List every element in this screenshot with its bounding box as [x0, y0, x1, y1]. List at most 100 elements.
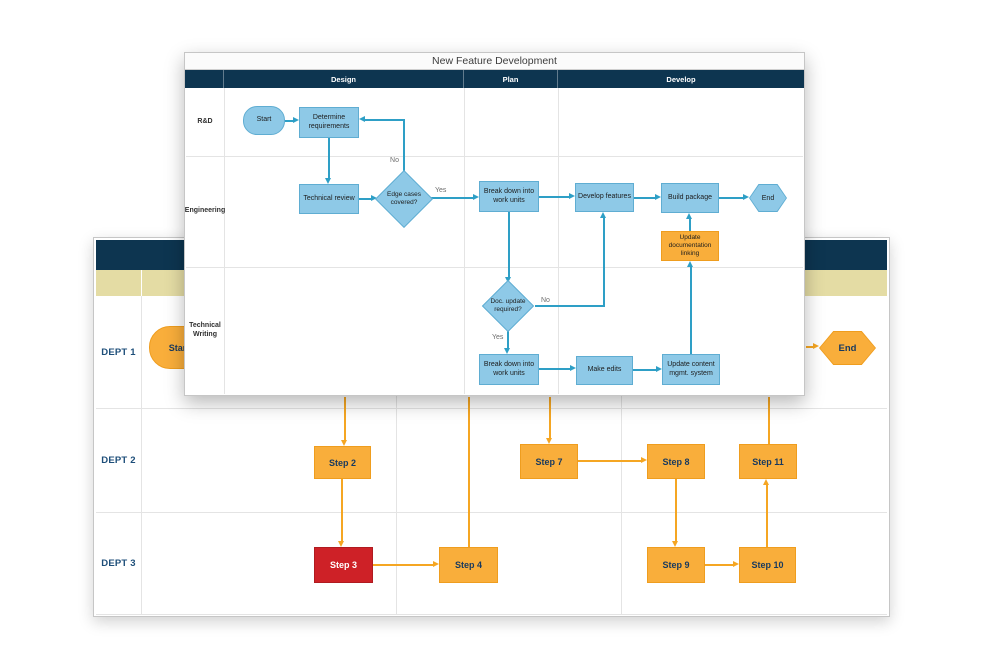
- grid-line: [96, 614, 887, 615]
- lane-label-dept2: DEPT 2: [101, 454, 136, 466]
- node-step-11[interactable]: Step 11: [739, 444, 797, 479]
- grid-line: [558, 88, 559, 394]
- hexagon-fill: [820, 332, 875, 364]
- connector: [768, 397, 770, 444]
- node-step-9[interactable]: Step 9: [647, 547, 705, 583]
- node-end[interactable]: End: [749, 184, 787, 212]
- arrowhead: [546, 438, 552, 444]
- decision-edge-cases[interactable]: Edge cases covered?: [375, 170, 433, 228]
- connector: [705, 564, 733, 566]
- connector: [535, 305, 605, 307]
- node-end-bg-label: End: [838, 342, 857, 354]
- node-step-8[interactable]: Step 8: [647, 444, 705, 479]
- edge-label-no: No: [390, 157, 399, 164]
- decision-doc-update[interactable]: Doc. update required?: [481, 279, 535, 333]
- arrowhead: [341, 440, 347, 446]
- fg-header-band: [185, 70, 804, 88]
- arrowhead: [570, 365, 576, 371]
- diagram-title: New Feature Development: [185, 53, 804, 70]
- grid-line: [141, 296, 142, 614]
- arrowhead: [325, 178, 331, 184]
- arrowhead: [763, 479, 769, 485]
- arrowhead: [743, 194, 749, 200]
- node-breakdown-eng[interactable]: Break down into work units: [479, 181, 539, 212]
- node-build-package[interactable]: Build package: [661, 183, 719, 213]
- connector: [328, 138, 330, 178]
- lane-label-engineering: Engineering: [184, 207, 226, 215]
- node-develop-features[interactable]: Develop features: [575, 183, 634, 212]
- arrowhead: [338, 541, 344, 547]
- connector: [373, 564, 433, 566]
- node-update-doc-linking[interactable]: Update documentation linking: [661, 231, 719, 261]
- lane-label-technical-writing: Technical Writing: [189, 322, 221, 338]
- arrowhead: [813, 343, 819, 349]
- feature-flowchart-card[interactable]: New Feature Development Design Plan Deve…: [184, 52, 805, 396]
- edge-label-no: No: [541, 297, 550, 304]
- arrowhead: [293, 117, 299, 123]
- grid-line: [141, 270, 142, 296]
- arrowhead: [656, 366, 662, 372]
- node-start[interactable]: Start: [243, 106, 285, 135]
- arrowhead: [655, 194, 661, 200]
- connector: [359, 198, 371, 200]
- connector: [766, 485, 768, 547]
- grid-line: [621, 296, 622, 614]
- node-step-10[interactable]: Step 10: [739, 547, 796, 583]
- arrowhead: [686, 213, 692, 219]
- node-breakdown-tw[interactable]: Break down into work units: [479, 354, 539, 385]
- grid-line: [186, 156, 803, 157]
- arrowhead: [359, 116, 365, 122]
- arrowhead: [504, 348, 510, 354]
- decision-edge-cases-label: Edge cases covered?: [387, 191, 421, 206]
- grid-line: [396, 296, 397, 614]
- lane-label-rnd: R&D: [197, 117, 213, 125]
- arrowhead: [371, 195, 377, 201]
- grid-line: [464, 88, 465, 394]
- connector: [431, 197, 473, 199]
- arrowhead: [569, 193, 575, 199]
- grid-line: [186, 267, 803, 268]
- grid-line: [224, 88, 225, 394]
- connector: [468, 397, 470, 547]
- node-step-4[interactable]: Step 4: [439, 547, 498, 583]
- connector: [603, 218, 605, 307]
- connector: [578, 460, 641, 462]
- arrowhead: [433, 561, 439, 567]
- arrowhead: [687, 261, 693, 267]
- connector: [539, 196, 569, 198]
- connector: [634, 197, 655, 199]
- node-step-2[interactable]: Step 2: [314, 446, 371, 479]
- grid-line: [96, 408, 887, 409]
- connector: [344, 397, 346, 440]
- node-step-3[interactable]: Step 3: [314, 547, 373, 583]
- arrowhead: [672, 541, 678, 547]
- connector: [719, 197, 743, 199]
- grid-line: [96, 512, 887, 513]
- connector: [365, 119, 405, 121]
- header-cell-develop: Develop: [666, 74, 696, 84]
- node-step-7[interactable]: Step 7: [520, 444, 578, 479]
- lane-label-dept3: DEPT 3: [101, 557, 136, 569]
- connector: [341, 479, 343, 541]
- connector: [508, 212, 510, 277]
- node-determine-requirements[interactable]: Determine requirements: [299, 107, 359, 138]
- connector: [690, 267, 692, 354]
- connector: [285, 120, 293, 122]
- node-make-edits[interactable]: Make edits: [576, 356, 633, 385]
- connector: [633, 369, 656, 371]
- arrowhead: [733, 561, 739, 567]
- header-cell-plan: Plan: [464, 70, 558, 88]
- connector: [549, 397, 551, 438]
- arrowhead: [641, 457, 647, 463]
- lane-label-dept1: DEPT 1: [101, 346, 136, 358]
- decision-doc-update-label: Doc. update required?: [490, 298, 526, 313]
- header-cell-design: Design: [224, 70, 464, 88]
- arrowhead: [600, 212, 606, 218]
- node-update-cms[interactable]: Update content mgmt. system: [662, 354, 720, 385]
- connector: [539, 368, 570, 370]
- connector: [507, 329, 509, 348]
- node-technical-review[interactable]: Technical review: [299, 184, 359, 214]
- edge-label-yes: Yes: [492, 334, 504, 341]
- node-end-bg[interactable]: End: [819, 331, 876, 365]
